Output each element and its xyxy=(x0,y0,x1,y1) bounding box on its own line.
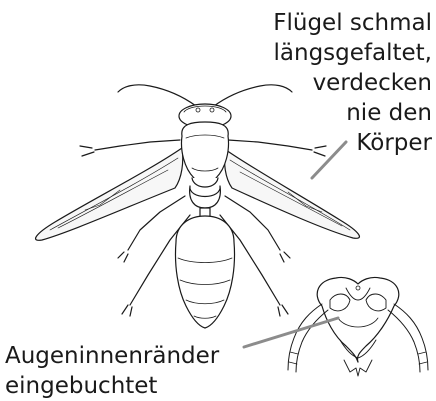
eye-annotation: Augeninnenränder eingebuchtet xyxy=(5,341,219,401)
eye-pointer xyxy=(244,318,338,347)
wing-annotation-line: verdecken xyxy=(273,68,432,98)
wasp-thorax xyxy=(182,122,229,208)
eye-annotation-line: Augeninnenränder xyxy=(5,341,219,371)
right-wing xyxy=(225,150,360,238)
left-wing xyxy=(36,148,183,240)
wing-annotation-line: längsgefaltet, xyxy=(273,38,432,68)
wing-annotation-line: Flügel schmal xyxy=(273,8,432,38)
wasp-abdomen xyxy=(175,208,234,328)
eye-annotation-line: eingebuchtet xyxy=(5,371,219,401)
wing-annotation: Flügel schmal längsgefaltet, verdecken n… xyxy=(273,8,432,158)
wing-annotation-line: nie den xyxy=(273,98,432,128)
antennae xyxy=(118,85,292,106)
wing-annotation-line: Körper xyxy=(273,128,432,158)
